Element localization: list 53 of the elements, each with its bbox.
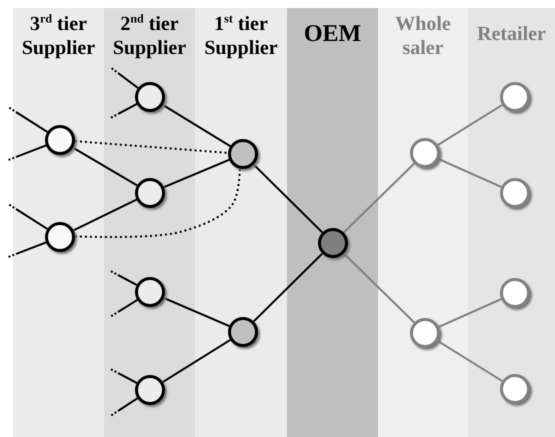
node-circle xyxy=(45,125,75,155)
node-circle xyxy=(410,318,440,348)
connector-line xyxy=(437,104,503,146)
connector-line xyxy=(15,111,48,133)
connector-line xyxy=(16,144,46,158)
connector-line xyxy=(74,168,241,238)
connector-line xyxy=(117,397,138,412)
connector-line xyxy=(343,252,415,324)
connector-line xyxy=(162,339,231,383)
node-circle xyxy=(228,317,258,347)
connector-line xyxy=(118,103,138,115)
node-circle xyxy=(228,139,258,169)
column-heading: 2$^{nd}$ tier Supplier xyxy=(112,12,188,60)
node-circle xyxy=(500,82,530,112)
connector-line xyxy=(162,104,231,148)
connector-line xyxy=(437,340,503,382)
node-circle xyxy=(135,277,165,307)
column-heading: Whole saler xyxy=(394,12,452,60)
connector-line xyxy=(15,208,48,230)
connector-line xyxy=(72,146,138,186)
connector-line xyxy=(163,158,230,188)
connector-line xyxy=(117,299,138,313)
node-circle xyxy=(500,374,530,404)
connector-line xyxy=(438,298,502,328)
connector-line xyxy=(73,198,137,232)
node-circle xyxy=(135,178,165,208)
column-heading: Retailer xyxy=(476,22,547,46)
connector-line xyxy=(343,162,415,234)
connector-line xyxy=(117,72,139,89)
connector-line xyxy=(252,164,324,234)
node-circle xyxy=(135,82,165,112)
column-band xyxy=(287,8,378,437)
column-heading: OEM xyxy=(302,22,362,46)
column-heading: 1$^{st}$ tier Supplier xyxy=(203,12,279,60)
node-circle xyxy=(410,138,440,168)
connector-line xyxy=(16,241,46,255)
column-band xyxy=(104,8,195,437)
node-circle xyxy=(318,228,348,258)
connector-line xyxy=(118,274,138,286)
column-band xyxy=(378,8,468,437)
node-circle xyxy=(500,178,530,208)
connector-line xyxy=(118,372,138,384)
column-band xyxy=(195,8,287,437)
node-circle xyxy=(135,375,165,405)
column-heading: 3$^{rd}$ tier Supplier xyxy=(20,12,96,60)
connector-line xyxy=(252,252,324,322)
connector-line xyxy=(74,140,228,154)
connector-line xyxy=(163,297,230,327)
column-band xyxy=(468,8,555,437)
node-circle xyxy=(45,222,75,252)
connector-line xyxy=(438,158,502,188)
column-band xyxy=(13,8,104,437)
node-circle xyxy=(500,278,530,308)
